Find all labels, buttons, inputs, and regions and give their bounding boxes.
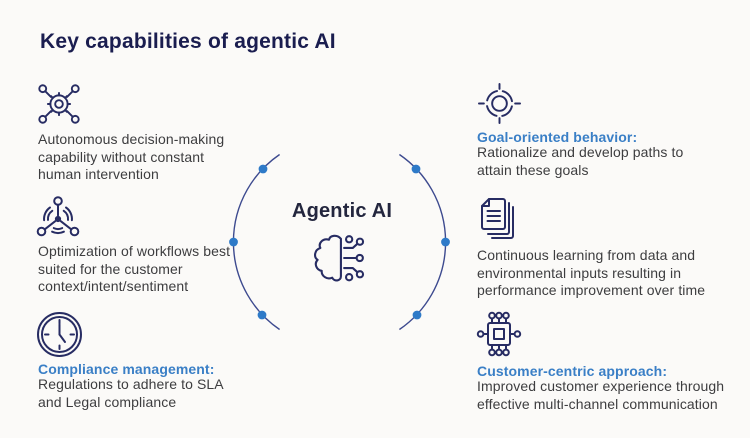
capability-text-goal: Rationalize and develop paths to attain … [477, 144, 684, 178]
capability-text-optimization: Optimization of workflows best suited fo… [38, 243, 231, 294]
page-title: Key capabilities of agentic AI [40, 30, 336, 53]
capability-heading-customer: Customer-centric approach: [477, 363, 668, 379]
center-circle-diagram [210, 125, 470, 365]
capability-text-autonomous: Autonomous decision-making capability wi… [38, 131, 225, 182]
capability-text-compliance: Regulations to adhere to SLA and Legal c… [38, 376, 223, 410]
capability-text-customer: Improved customer experience through eff… [477, 378, 725, 412]
capability-heading-compliance: Compliance management: [38, 361, 215, 377]
chip-network-icon [474, 310, 524, 358]
autonomous-system-icon [36, 82, 82, 126]
workflow-optimization-icon [34, 194, 82, 240]
goal-target-icon [477, 82, 522, 125]
bottom-margin [0, 438, 750, 444]
documents-stack-icon [476, 196, 522, 246]
brain-circuit-icon [308, 230, 372, 286]
center-label: Agentic AI [291, 200, 393, 222]
capability-text-learning: Continuous learning from data and enviro… [477, 247, 706, 298]
clock-icon [35, 310, 84, 359]
capability-heading-goal: Goal-oriented behavior: [477, 129, 638, 145]
